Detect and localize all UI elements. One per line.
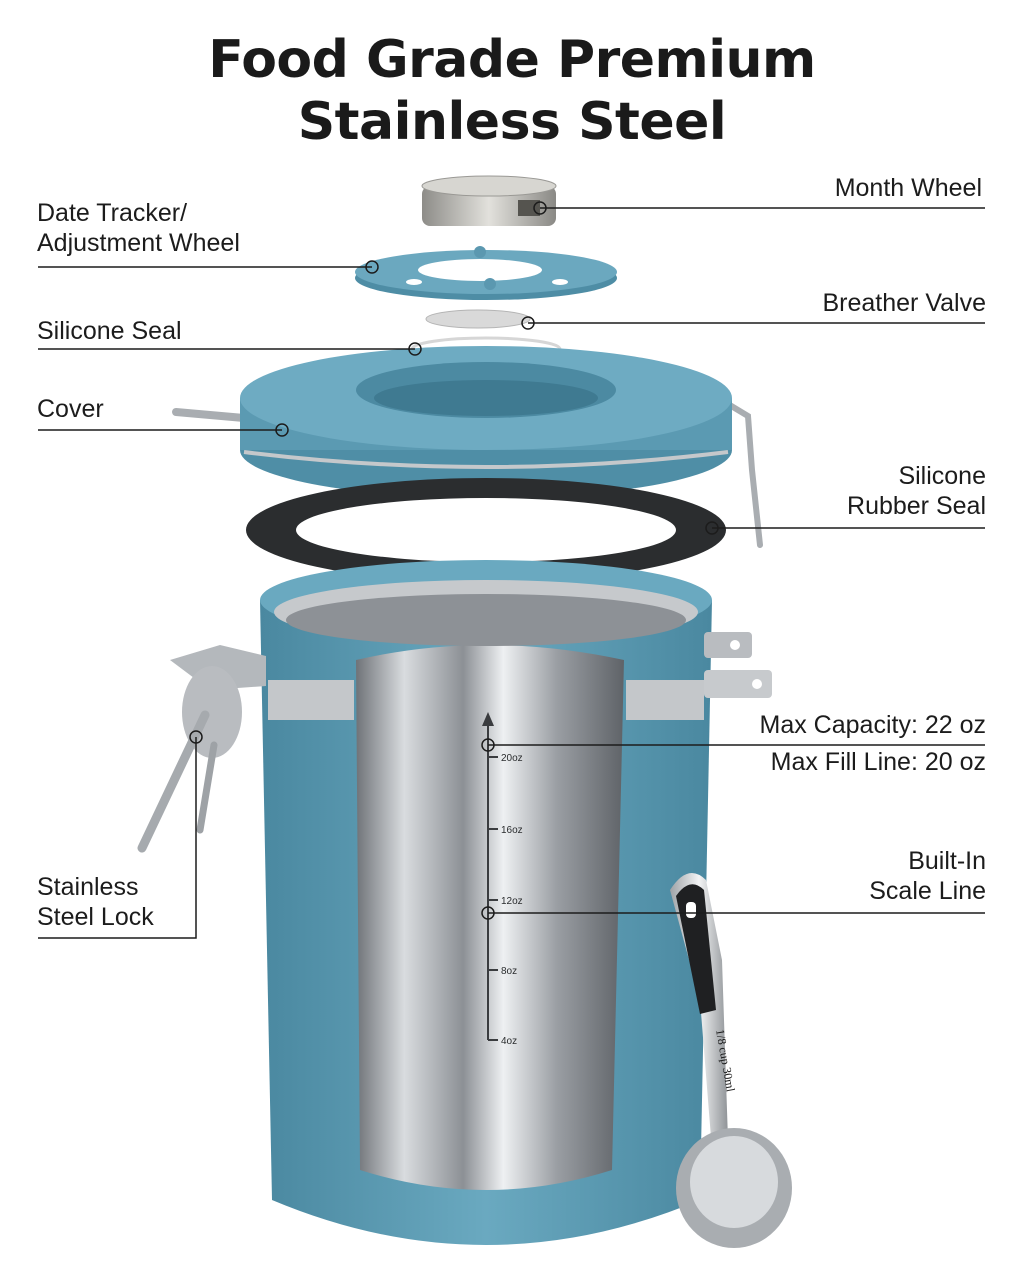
leader-dots bbox=[189, 201, 719, 920]
cover-lid bbox=[172, 346, 763, 548]
breather-valve-disc bbox=[425, 309, 531, 329]
label-scale-line-2: Scale Line bbox=[869, 877, 986, 905]
label-max-fill: Max Fill Line: 20 oz bbox=[770, 748, 986, 776]
scale-tick-label: 4oz bbox=[501, 1036, 517, 1047]
scale-tick-label: 8oz bbox=[501, 966, 517, 977]
adjustment-wheel bbox=[355, 246, 617, 300]
label-lock-1: Stainless bbox=[37, 873, 139, 901]
month-wheel bbox=[421, 175, 557, 226]
label-rubber-seal-1: Silicone bbox=[898, 462, 986, 490]
label-rubber-seal-2: Rubber Seal bbox=[847, 492, 986, 520]
scale-tick-label: 12oz bbox=[501, 896, 523, 907]
label-breather-valve: Breather Valve bbox=[822, 289, 986, 317]
label-silicone-seal: Silicone Seal bbox=[37, 317, 182, 345]
scale-line: 20oz 16oz 12oz 8oz 4oz bbox=[482, 712, 523, 1047]
scale-tick-label: 20oz bbox=[501, 753, 523, 764]
stainless-steel-lock bbox=[137, 645, 266, 853]
label-date-tracker-2: Adjustment Wheel bbox=[37, 229, 240, 257]
leader-lines bbox=[38, 207, 985, 939]
label-lock-2: Steel Lock bbox=[37, 903, 154, 931]
measuring-scoop bbox=[670, 872, 792, 1248]
rubber-seal-gasket bbox=[246, 478, 726, 582]
canister-body bbox=[260, 560, 712, 1245]
label-month-wheel: Month Wheel bbox=[834, 174, 982, 202]
label-date-tracker-1: Date Tracker/ bbox=[37, 199, 188, 227]
label-max-capacity: Max Capacity: 22 oz bbox=[759, 711, 987, 739]
title-line-1: Food Grade Premium bbox=[208, 30, 816, 90]
label-cover: Cover bbox=[37, 395, 104, 423]
label-scale-line-1: Built-In bbox=[908, 847, 986, 875]
title-line-2: Stainless Steel bbox=[297, 92, 727, 152]
scale-tick-label: 16oz bbox=[501, 825, 523, 836]
hinge-clamp-right bbox=[704, 632, 772, 698]
